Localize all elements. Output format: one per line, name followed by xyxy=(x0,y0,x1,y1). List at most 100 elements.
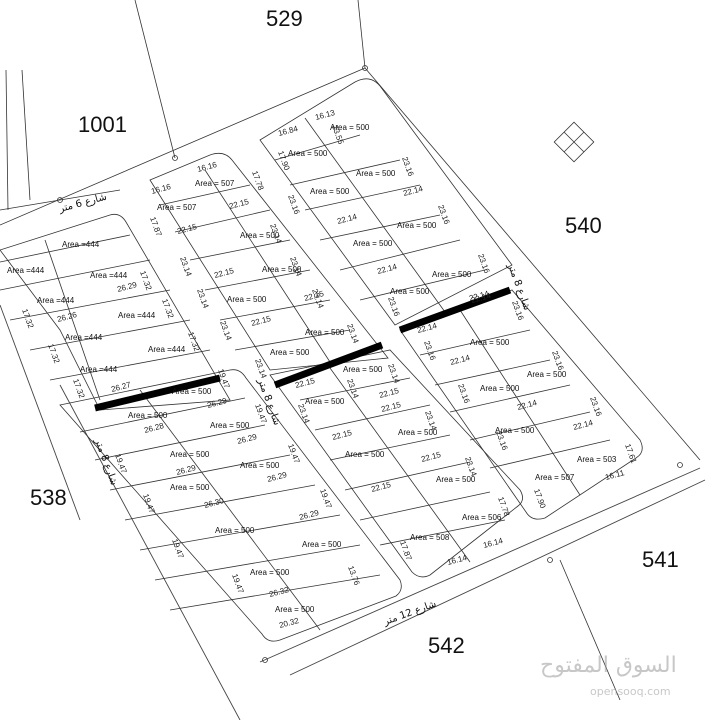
lot-area: Area = 507 xyxy=(195,179,235,188)
lot-dimension: 23.14 xyxy=(386,363,401,385)
lot-area: Area = 500 xyxy=(250,568,290,577)
lot-dimension: 26.29 xyxy=(116,280,138,294)
lot-dimension: 26.29 xyxy=(206,396,228,410)
lot-dimension: 16.16 xyxy=(196,160,218,174)
lot-area: Area = 500 xyxy=(480,384,520,393)
lot-area: Area = 500 xyxy=(470,338,510,347)
lot-dimension: 19.47 xyxy=(230,573,245,595)
parcel-529: 529 xyxy=(266,6,303,31)
lot-area: Area = 508 xyxy=(410,533,450,542)
lot-dimension: 19.47 xyxy=(318,488,333,510)
block1-lower-labels: Area = 500 Area = 500 Area = 500 Area = … xyxy=(113,368,361,630)
lot-dimension: 23.16 xyxy=(400,156,415,178)
road-marker-1 xyxy=(94,374,221,412)
lot-dimension: 17.32 xyxy=(160,298,175,320)
lot-dimension: 17.61 xyxy=(623,443,638,465)
lot-dimension: 22.14 xyxy=(402,184,424,198)
lot-dimension: 22.14 xyxy=(376,262,398,276)
lot-dimension: 16.16 xyxy=(150,182,172,196)
lot-area: Area = 500 xyxy=(432,270,472,279)
lot-dimension: 17.32 xyxy=(71,378,86,400)
lot-dimension: 22.15 xyxy=(331,428,353,442)
lot-area: Area = 500 xyxy=(398,428,438,437)
lot-area: Area = 500 xyxy=(345,450,385,459)
watermark-latin: opensooq.com xyxy=(590,685,671,698)
lot-area: Area = 506 xyxy=(462,513,502,522)
north-arrow-icon xyxy=(553,121,595,163)
street-label-12m: شارع 12 متر xyxy=(381,599,438,629)
lot-area: Area =444 xyxy=(37,296,75,305)
lot-dimension: 16.84 xyxy=(277,124,299,138)
lot-area: Area =444 xyxy=(90,271,128,280)
block3-labels: Area = 500 Area = 500 Area = 500 Area = … xyxy=(276,108,492,318)
lot-area: Area = 500 xyxy=(270,348,310,357)
lot-area: Area = 500 xyxy=(262,265,302,274)
lot-area: Area = 500 xyxy=(170,450,210,459)
lot-dimension: 17.87 xyxy=(148,216,163,238)
lot-dimension: 16.11 xyxy=(604,468,626,482)
lot-dimension: 17.32 xyxy=(20,308,35,330)
lot-dimension: 26.26 xyxy=(56,310,78,324)
lot-dimension: 20.32 xyxy=(278,616,300,630)
lot-dimension: 26.32 xyxy=(268,585,290,599)
lot-dimension: 22.14 xyxy=(572,418,594,432)
lot-dimension: 23.14 xyxy=(178,256,193,278)
lot-area: Area = 500 xyxy=(275,605,315,614)
lot-area: Area = 507 xyxy=(535,473,575,482)
lot-area: Area =444 xyxy=(65,333,103,342)
lot-dimension: 26.29 xyxy=(236,432,258,446)
lot-area: Area = 500 xyxy=(305,397,345,406)
lot-dimension: 26.29 xyxy=(298,508,320,522)
lot-area: Area =444 xyxy=(118,311,156,320)
lot-dimension: 23.16 xyxy=(386,296,401,318)
lot-dimension: 22.14 xyxy=(516,398,538,412)
lot-dimension: 22.14 xyxy=(449,353,471,367)
lot-dimension: 22.15 xyxy=(420,450,442,464)
lot-area: Area = 500 xyxy=(330,123,370,132)
block1-labels: Area =444 Area =444 Area =444 Area =444 … xyxy=(7,240,202,400)
lot-dimension: 26.28 xyxy=(143,421,165,435)
lot-area: Area = 500 xyxy=(343,365,383,374)
lot-area: Area = 500 xyxy=(240,461,280,470)
parcel-1001: 1001 xyxy=(78,112,127,137)
lot-dimension: 26.29 xyxy=(266,470,288,484)
lot-dimension: 17.90 xyxy=(532,488,547,510)
lot-area: Area = 500 xyxy=(172,387,212,396)
lot-area: Area =444 xyxy=(7,266,45,275)
lot-dimension: 23.14 xyxy=(195,288,210,310)
lot-area: Area = 500 xyxy=(128,411,168,420)
lot-dimension: 23.16 xyxy=(550,350,565,372)
lot-dimension: 23.16 xyxy=(436,204,451,226)
lot-dimension: 23.16 xyxy=(456,383,471,405)
lot-dimension: 22.15 xyxy=(176,222,198,236)
lot-area: Area = 500 xyxy=(527,370,567,379)
lot-area: Area = 500 xyxy=(288,149,328,158)
lot-area: Area = 500 xyxy=(240,231,280,240)
lot-dimension: 17.32 xyxy=(186,331,201,353)
road-marker-2 xyxy=(273,341,384,389)
lot-area: Area =444 xyxy=(62,240,100,249)
lot-lines xyxy=(0,117,611,631)
lot-area: Area = 500 xyxy=(170,483,210,492)
lot-dimension: 23.14 xyxy=(345,323,360,345)
parcel-538: 538 xyxy=(30,485,67,510)
lot-area: Area = 500 xyxy=(397,221,437,230)
lot-area: Area = 500 xyxy=(353,239,393,248)
road-marker-3 xyxy=(398,286,512,334)
lot-area: Area = 503 xyxy=(577,455,617,464)
lot-area: Area = 500 xyxy=(305,328,345,337)
survey-markers xyxy=(57,65,683,663)
lot-dimension: 17.32 xyxy=(138,270,153,292)
parcel-541: 541 xyxy=(642,547,679,572)
lot-dimension: 22.15 xyxy=(250,314,272,328)
lot-area: Area = 500 xyxy=(227,295,267,304)
lot-dimension: 23.14 xyxy=(218,320,233,342)
lot-dimension: 23.14 xyxy=(345,378,360,400)
lot-dimension: 19.47 xyxy=(141,493,156,515)
lot-area: Area = 500 xyxy=(302,540,342,549)
street-label-8m-left: شارع 8 متر xyxy=(92,436,119,487)
lot-dimension: 16.14 xyxy=(446,553,468,567)
lot-area: Area =444 xyxy=(80,365,118,374)
